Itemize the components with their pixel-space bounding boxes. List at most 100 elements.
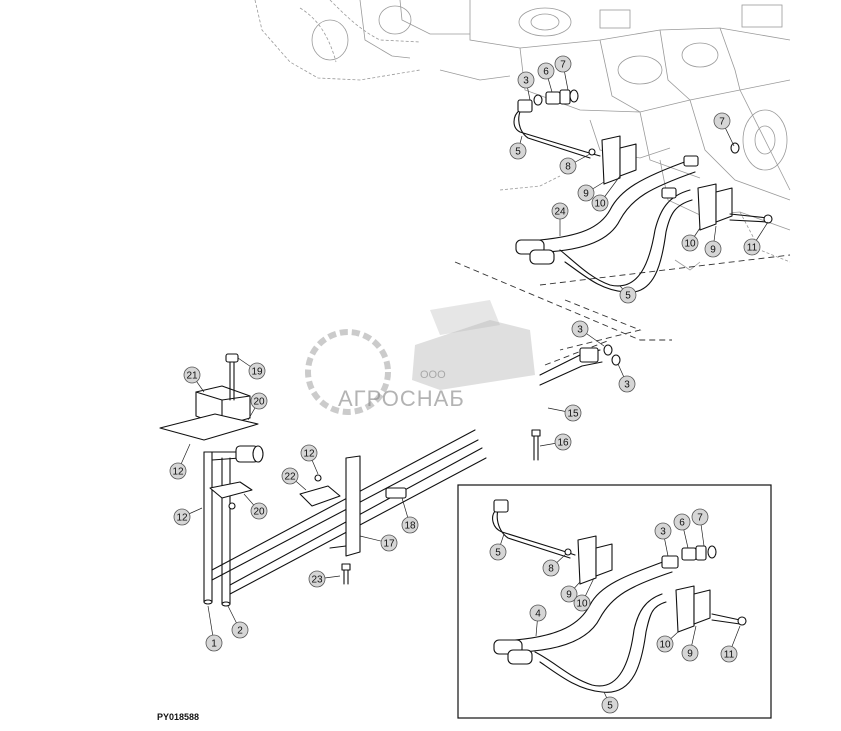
callout-19: 19 [237, 357, 266, 380]
callout-20: 20 [243, 493, 268, 520]
callout-bubble [573, 594, 591, 612]
callout-bubble [529, 604, 547, 622]
callout-bubble [250, 502, 268, 520]
callout-8: 8 [542, 553, 567, 577]
callout-number: 3 [660, 527, 666, 538]
callout-7: 7 [554, 55, 572, 91]
upper-hose-assembly [513, 89, 773, 293]
callout-9: 9 [681, 625, 699, 662]
callout-11: 11 [720, 625, 741, 663]
callout-number: 10 [576, 599, 588, 610]
callout-20: 20 [247, 392, 268, 421]
callout-number: 10 [659, 640, 671, 651]
callout-number: 7 [697, 513, 703, 524]
callout-number: 8 [565, 162, 571, 173]
watermark-logo: ООО АГРОСНАБ [305, 300, 535, 415]
callout-number: 5 [495, 548, 501, 559]
callout-bubble [560, 585, 578, 603]
callout-bubble [183, 366, 201, 384]
callout-12: 12 [169, 443, 191, 480]
callout-2: 2 [227, 605, 249, 639]
callout-21: 21 [183, 366, 205, 393]
callout-number: 2 [237, 626, 243, 637]
callout-number: 24 [554, 207, 566, 218]
callout-number: 5 [625, 291, 631, 302]
callout-6: 6 [537, 62, 555, 93]
callout-number: 23 [311, 575, 323, 586]
callout-12: 12 [173, 507, 203, 526]
callout-bubble [743, 238, 761, 256]
figure-reference-code: PY018588 [157, 712, 200, 722]
callout-5: 5 [509, 135, 527, 160]
callout-10: 10 [656, 631, 679, 653]
callout-bubble [401, 516, 419, 534]
callout-number: 9 [566, 590, 572, 601]
callout-bubble [704, 240, 722, 258]
callout-number: 9 [710, 245, 716, 256]
callout-11: 11 [743, 221, 769, 256]
callout-5: 5 [489, 533, 507, 561]
callout-number: 6 [679, 518, 685, 529]
callout-bubble [559, 157, 577, 175]
callout-15: 15 [547, 404, 582, 422]
callout-3: 3 [654, 522, 672, 557]
callout-bubble [577, 184, 595, 202]
callout-number: 10 [594, 199, 606, 210]
callout-12: 12 [300, 444, 319, 475]
callout-number: 22 [284, 472, 296, 483]
callout-number: 12 [303, 449, 315, 460]
callout-9: 9 [577, 181, 605, 202]
callout-bubble [619, 286, 637, 304]
callout-bubble [656, 635, 674, 653]
callout-bubble [248, 362, 266, 380]
callout-number: 12 [172, 467, 184, 478]
callout-8: 8 [559, 153, 591, 175]
callout-bubble [308, 570, 326, 588]
callout-24: 24 [551, 202, 569, 236]
watermark-name: АГРОСНАБ [338, 386, 465, 411]
callout-bubble [169, 462, 187, 480]
callout-number: 3 [577, 325, 583, 336]
callout-bubble [713, 112, 731, 130]
callout-number: 21 [186, 371, 198, 382]
callout-7: 7 [713, 112, 735, 147]
callout-bubble [720, 645, 738, 663]
callout-number: 19 [251, 367, 263, 378]
lower-line-assembly [159, 344, 621, 607]
callout-number: 10 [684, 239, 696, 250]
callout-number: 20 [253, 397, 265, 408]
callout-bubble [673, 513, 691, 531]
callout-bubble [300, 444, 318, 462]
callout-number: 16 [557, 438, 569, 449]
callout-number: 8 [548, 564, 554, 575]
callout-10: 10 [591, 175, 621, 212]
callout-4: 4 [529, 604, 547, 637]
inset-frame [457, 484, 772, 719]
callout-bubble [681, 644, 699, 662]
callout-5: 5 [601, 691, 619, 714]
callout-number: 15 [567, 409, 579, 420]
callout-number: 17 [383, 539, 395, 550]
callout-18: 18 [401, 497, 419, 534]
callout-bubble [489, 543, 507, 561]
callout-bubble [542, 559, 560, 577]
callout-number: 12 [176, 513, 188, 524]
callout-number: 18 [404, 521, 416, 532]
callout-5: 5 [619, 285, 637, 304]
callout-10: 10 [573, 577, 595, 612]
callout-16: 16 [539, 433, 572, 451]
callout-23: 23 [308, 570, 341, 588]
callout-bubble [250, 392, 268, 410]
callout-bubble [509, 142, 527, 160]
callout-number: 5 [515, 147, 521, 158]
callout-bubble [231, 621, 249, 639]
callout-bubble [281, 467, 299, 485]
callout-bubble [380, 534, 398, 552]
assembly-outline [454, 254, 791, 366]
callout-bubble [681, 234, 699, 252]
callout-3: 3 [617, 363, 636, 393]
callout-bubble [654, 522, 672, 540]
